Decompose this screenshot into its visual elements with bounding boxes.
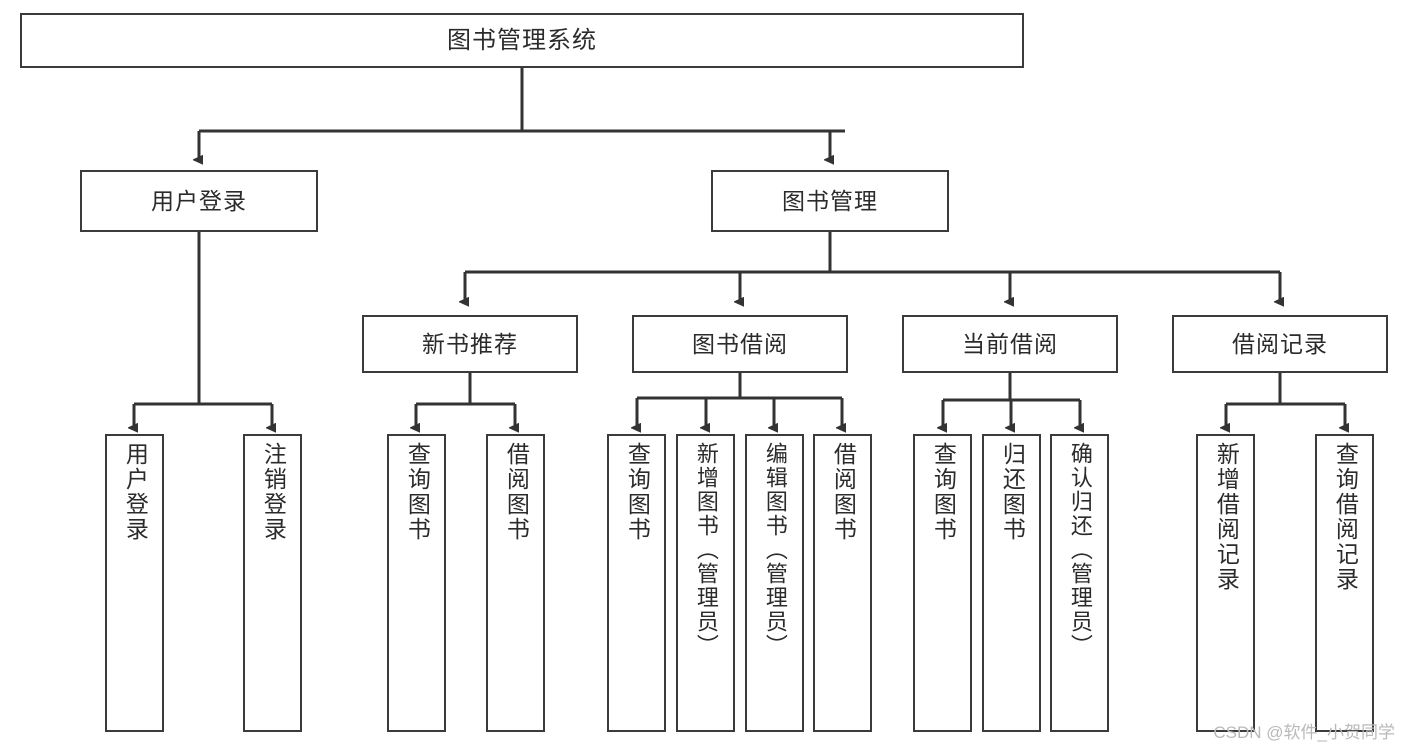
node-label: 借阅记录	[1232, 330, 1328, 357]
leaf-user-login[interactable]: 用户登录	[105, 434, 164, 732]
node-label: 编辑图书（管理员）	[762, 442, 788, 658]
leaf-logout[interactable]: 注销登录	[243, 434, 302, 732]
node-new-book-rec[interactable]: 新书推荐	[362, 315, 578, 373]
node-label: 图书管理系统	[447, 26, 597, 54]
leaf-add-record[interactable]: 新增借阅记录	[1196, 434, 1255, 732]
node-label: 新书推荐	[422, 330, 518, 357]
leaf-add-book[interactable]: 新增图书（管理员）	[676, 434, 735, 732]
node-label: 注销登录	[260, 442, 287, 542]
node-current-borrow[interactable]: 当前借阅	[902, 315, 1118, 373]
leaf-edit-book[interactable]: 编辑图书（管理员）	[745, 434, 804, 732]
node-label: 借阅图书	[503, 442, 530, 542]
leaf-query-record[interactable]: 查询借阅记录	[1315, 434, 1374, 732]
node-label: 查询图书	[404, 442, 431, 542]
leaf-query-book-1[interactable]: 查询图书	[387, 434, 446, 732]
csdn-watermark: CSDN @软件_小贺同学	[1213, 723, 1395, 742]
node-label: 新增图书（管理员）	[693, 442, 719, 658]
leaf-borrow-book-1[interactable]: 借阅图书	[486, 434, 545, 732]
leaf-query-book-2[interactable]: 查询图书	[607, 434, 666, 732]
leaf-confirm-return[interactable]: 确认归还（管理员）	[1050, 434, 1109, 732]
node-book-manage[interactable]: 图书管理	[711, 170, 949, 232]
node-label: 归还图书	[999, 442, 1026, 542]
node-label: 图书管理	[782, 187, 878, 214]
node-label: 当前借阅	[962, 330, 1058, 357]
leaf-borrow-book-2[interactable]: 借阅图书	[813, 434, 872, 732]
node-user-login[interactable]: 用户登录	[80, 170, 318, 232]
node-label: 用户登录	[151, 187, 247, 214]
node-label: 用户登录	[122, 442, 149, 542]
node-label: 新增借阅记录	[1213, 442, 1240, 592]
node-label: 借阅图书	[830, 442, 857, 542]
node-label: 确认归还（管理员）	[1067, 442, 1093, 658]
node-label: 图书借阅	[692, 330, 788, 357]
node-borrow-record[interactable]: 借阅记录	[1172, 315, 1388, 373]
node-root-system[interactable]: 图书管理系统	[20, 13, 1024, 68]
node-book-borrow[interactable]: 图书借阅	[632, 315, 848, 373]
node-label: 查询借阅记录	[1332, 442, 1359, 592]
node-label: 查询图书	[930, 442, 957, 542]
leaf-query-book-3[interactable]: 查询图书	[913, 434, 972, 732]
node-label: 查询图书	[624, 442, 651, 542]
leaf-return-book[interactable]: 归还图书	[982, 434, 1041, 732]
